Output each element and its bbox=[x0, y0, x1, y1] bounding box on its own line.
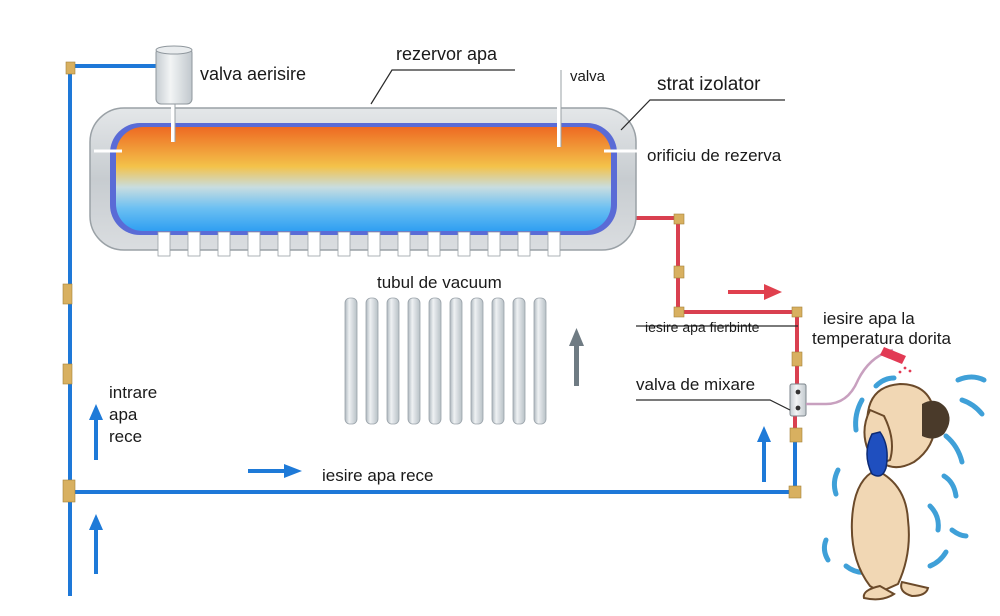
label-desired-temp-line1: iesire apa la bbox=[823, 309, 915, 328]
cold-supply-arrow-up bbox=[89, 514, 103, 574]
tank-tube-stub bbox=[487, 231, 501, 257]
person-feet bbox=[862, 580, 930, 601]
tank-tube-stub bbox=[187, 231, 201, 257]
vacuum-tube bbox=[449, 297, 463, 425]
person-body bbox=[850, 468, 910, 594]
vacuum-tube bbox=[428, 297, 442, 425]
mixing-valve-body bbox=[789, 383, 807, 417]
label-cold-inlet-line1: intrare bbox=[109, 383, 157, 402]
fitting bbox=[673, 265, 685, 279]
fitting bbox=[62, 479, 76, 503]
tank-tube-stub bbox=[277, 231, 291, 257]
vacuum-tube bbox=[407, 297, 421, 425]
label-insulation-layer: strat izolator bbox=[657, 74, 761, 95]
tank-tube-stub bbox=[217, 231, 231, 257]
vacuum-tubes bbox=[344, 297, 547, 425]
fitting bbox=[62, 363, 73, 385]
mixing-valve bbox=[789, 347, 912, 417]
tank-tube-stub bbox=[427, 231, 441, 257]
fitting bbox=[62, 283, 73, 305]
vacuum-tube bbox=[386, 297, 400, 425]
pipe-fittings bbox=[62, 61, 803, 503]
heat-rise-arrow bbox=[569, 328, 584, 386]
vacuum-tube bbox=[491, 297, 505, 425]
label-vacuum-tubes: tubul de vacuum bbox=[377, 273, 502, 292]
mixing-inlet-arrow-up bbox=[757, 426, 771, 482]
tank-tube-stubs bbox=[157, 231, 561, 257]
fitting bbox=[789, 427, 803, 443]
tank-tube-stub bbox=[367, 231, 381, 257]
soap-bottle-icon bbox=[866, 431, 888, 477]
tank-tube-stub bbox=[547, 231, 561, 257]
label-cold-inlet-line2: apa bbox=[109, 405, 138, 424]
flow-arrows bbox=[89, 284, 782, 574]
tank-tube-stub bbox=[517, 231, 531, 257]
leader-tank bbox=[370, 69, 515, 105]
tank-tube-stub bbox=[397, 231, 411, 257]
leader-insulation bbox=[620, 99, 785, 131]
label-air-valve: valva aerisire bbox=[200, 64, 306, 84]
tank-water bbox=[116, 127, 611, 231]
vacuum-tube bbox=[344, 297, 358, 425]
tank-tube-stub bbox=[457, 231, 471, 257]
label-cold-inlet-line3: rece bbox=[109, 427, 142, 446]
fitting bbox=[673, 213, 685, 225]
tank-tube-stub bbox=[247, 231, 261, 257]
label-water-tank: rezervor apa bbox=[396, 44, 498, 64]
label-desired-temp-line2: temperatura dorita bbox=[812, 329, 951, 348]
leader-mixing-valve bbox=[636, 399, 791, 411]
label-hot-water-outlet: iesire apa fierbinte bbox=[645, 319, 760, 335]
water-splash-icon bbox=[821, 374, 987, 575]
vacuum-tube bbox=[533, 297, 547, 425]
label-mixing-valve: valva de mixare bbox=[636, 375, 755, 394]
vacuum-tube bbox=[365, 297, 379, 425]
fitting bbox=[673, 306, 685, 318]
air-valve-body bbox=[155, 47, 193, 105]
leader-lines bbox=[370, 69, 798, 411]
fitting bbox=[65, 61, 76, 75]
cold-flow-arrow-right bbox=[248, 464, 302, 478]
fitting bbox=[791, 351, 803, 367]
cold-inlet-arrow-up bbox=[89, 404, 103, 460]
water-tank bbox=[89, 70, 638, 257]
vacuum-tube bbox=[470, 297, 484, 425]
shower-hose bbox=[806, 348, 894, 406]
tank-tube-stub bbox=[157, 231, 171, 257]
label-reserve-orifice: orificiu de rezerva bbox=[647, 146, 782, 165]
vacuum-tube bbox=[512, 297, 526, 425]
hot-flow-arrow bbox=[728, 284, 782, 300]
air-valve bbox=[155, 45, 193, 142]
label-cold-outlet: iesire apa rece bbox=[322, 466, 434, 485]
tank-tube-stub bbox=[337, 231, 351, 257]
person-hair bbox=[922, 400, 950, 439]
fitting bbox=[791, 306, 803, 318]
tank-tube-stub bbox=[307, 231, 321, 257]
shower-head-icon bbox=[880, 347, 906, 364]
label-valve: valva bbox=[570, 68, 606, 85]
showering-person-icon bbox=[821, 374, 987, 601]
fitting bbox=[788, 485, 802, 499]
labels: valva aerisire rezervor apa valva strat … bbox=[109, 44, 951, 485]
